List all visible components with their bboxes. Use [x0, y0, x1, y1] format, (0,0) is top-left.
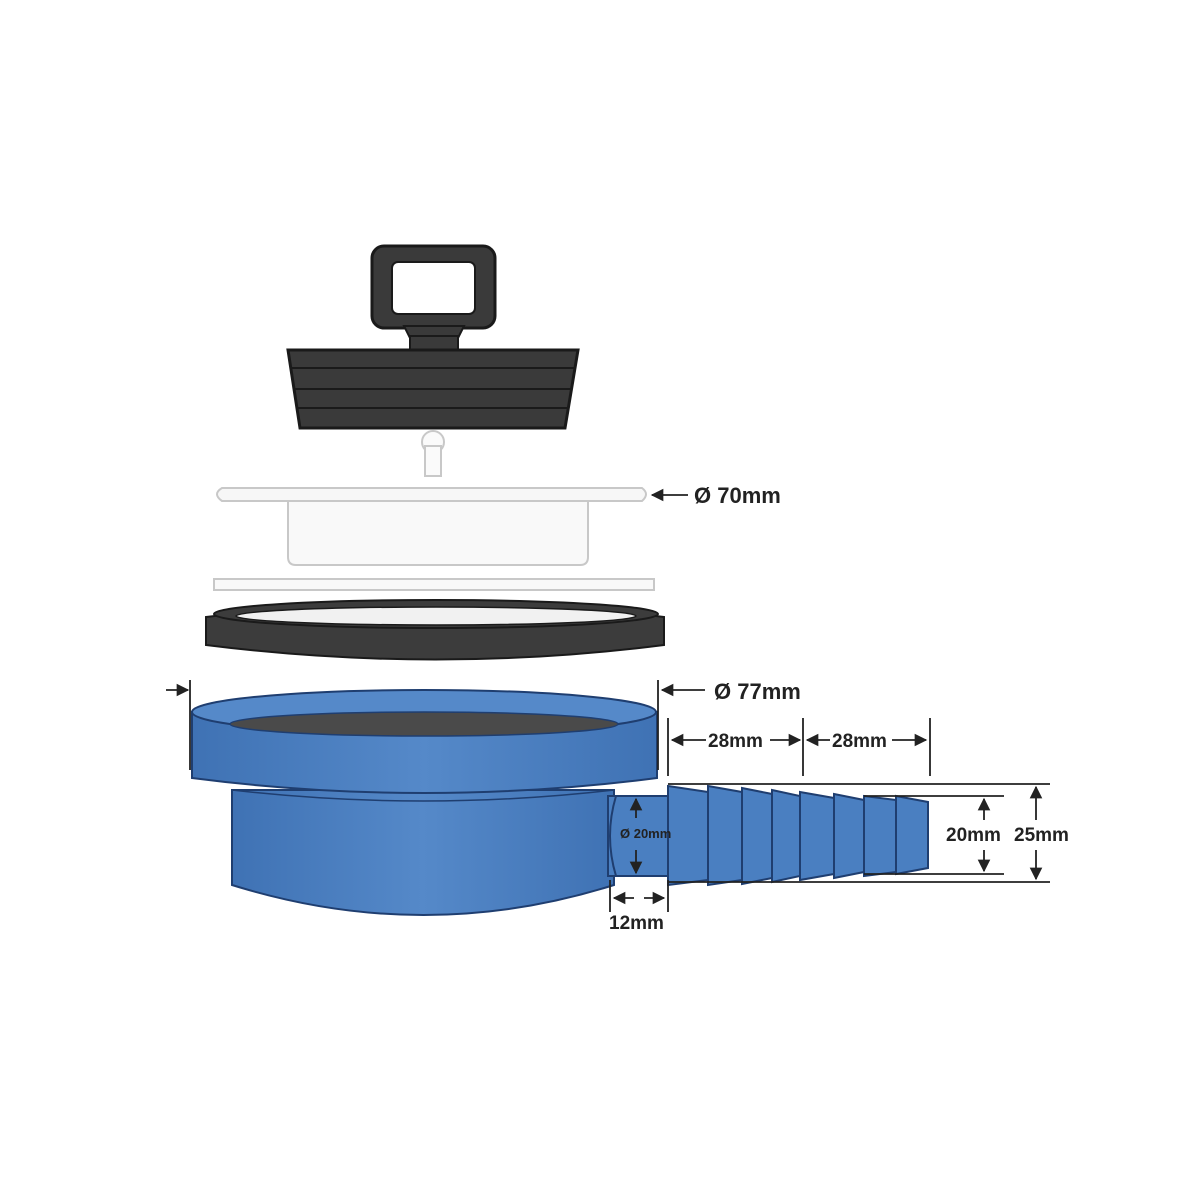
- outlet-length-label: 12mm: [609, 913, 664, 934]
- flange-diameter-label: Ø 70mm: [694, 483, 781, 508]
- dimension-lines: [166, 488, 1050, 912]
- thin-washer: [213, 578, 655, 591]
- hose-inner-label: 20mm: [946, 825, 1001, 846]
- waste-body: [191, 689, 658, 916]
- chain-pin: [421, 430, 445, 477]
- barb-segment-1-label: 28mm: [708, 731, 763, 752]
- outlet-diameter-label: Ø 20mm: [620, 826, 671, 841]
- barb-segment-2-label: 28mm: [832, 731, 887, 752]
- body-diameter-label: Ø 77mm: [714, 679, 801, 704]
- hose-outer-label: 25mm: [1014, 825, 1069, 846]
- rubber-plug-with-handle-icon: [286, 244, 580, 430]
- flange: [216, 487, 647, 566]
- rubber-gasket: [205, 599, 665, 661]
- hose-barb: [667, 784, 929, 887]
